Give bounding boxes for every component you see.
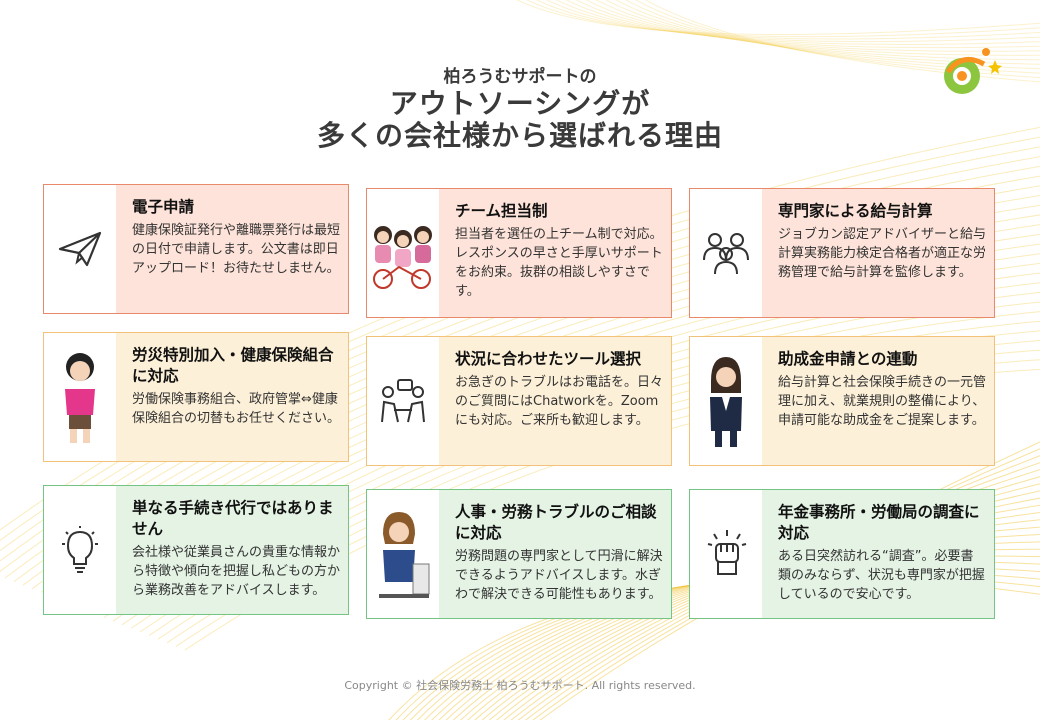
card-title: 電子申請 (132, 198, 195, 216)
card-text: ジョブカン認定アドバイザーと給与計算実務能力検定合格者が適正な労務管理で給与計算… (778, 227, 987, 280)
fist-icon (690, 490, 762, 618)
card-team-system: チーム担当制担当者を選任の上チーム制で対応。レスポンスの早さと手厚いサポートをお… (366, 188, 672, 318)
title-line-2: アウトソーシングが (389, 87, 651, 120)
card-title: 助成金申請との連動 (778, 350, 918, 368)
card-title: 人事・労務トラブルのご相談に対応 (455, 503, 657, 542)
staff-illustration-icon (44, 333, 116, 461)
card-title: 単なる手続き代行ではありません (132, 499, 334, 538)
card-text: 担当者を選任の上チーム制で対応。レスポンスの早さと手厚いサポートをお約束。抜群の… (455, 227, 663, 299)
card-title: 状況に合わせたツール選択 (455, 350, 642, 368)
card-text: 健康保険証発行や離職票発行は最短の日付で申請します。公文書は即日アップロード！お… (132, 223, 341, 276)
card-text: 会社様や従業員さんの貴重な情報から特徴や傾向を把握し私どもの方から業務改善をアド… (132, 545, 341, 598)
card-title: 年金事務所・労働局の調査に対応 (778, 503, 980, 542)
card-electronic-application: 電子申請健康保険証発行や離職票発行は最短の日付で申請します。公文書は即日アップロ… (43, 184, 349, 314)
people-icon (690, 189, 762, 317)
title-line-3: 多くの会社様から選ばれる理由 (316, 119, 723, 152)
lightbulb-icon (44, 486, 116, 614)
card-text: 労務問題の専門家として円滑に解決できるようアドバイスします。水ぎわで解決できる可… (455, 549, 663, 602)
consultant-illustration-icon (367, 490, 439, 618)
title-line-1: 柏ろうむサポートの (443, 67, 597, 87)
copyright-footer: Copyright © 社会保険労務士 柏ろうむサポート. All rights… (344, 679, 696, 692)
card-text: 労働保険事務組合、政府管掌⇔健康保険組合の切替もお任せください。 (132, 392, 341, 426)
card-payroll-experts: 専門家による給与計算ジョブカン認定アドバイザーと給与計算実務能力検定合格者が適正… (689, 188, 995, 318)
company-logo (940, 42, 1006, 100)
card-workers-comp: 労災特別加入・健康保険組合に対応労働保険事務組合、政府管掌⇔健康保険組合の切替も… (43, 332, 349, 462)
meeting-icon (367, 337, 439, 465)
team-illustration-icon (367, 189, 439, 317)
advisor-illustration-icon (690, 337, 762, 465)
card-text: ある日突然訪れる“調査”。必要書類のみならず、状況も専門家が把握しているので安心… (778, 549, 985, 602)
card-hr-trouble: 人事・労務トラブルのご相談に対応労務問題の専門家として円滑に解決できるようアドバ… (366, 489, 672, 619)
card-inspection: 年金事務所・労働局の調査に対応ある日突然訪れる“調査”。必要書類のみならず、状況… (689, 489, 995, 619)
card-not-just-procedures: 単なる手続き代行ではありません会社様や従業員さんの貴重な情報から特徴や傾向を把握… (43, 485, 349, 615)
card-title: 労災特別加入・健康保険組合に対応 (132, 346, 334, 385)
card-subsidy: 助成金申請との連動給与計算と社会保険手続きの一元管理に加え、就業規則の整備により… (689, 336, 995, 466)
card-text: 給与計算と社会保険手続きの一元管理に加え、就業規則の整備により、申請可能な助成金… (778, 375, 987, 428)
card-text: お急ぎのトラブルはお電話を。日々のご質問にはChatworkを。Zoomにも対応… (455, 375, 664, 428)
card-title: 専門家による給与計算 (778, 202, 933, 220)
card-tool-selection: 状況に合わせたツール選択お急ぎのトラブルはお電話を。日々のご質問にはChatwo… (366, 336, 672, 466)
paper-plane-icon (44, 185, 116, 313)
card-title: チーム担当制 (455, 202, 548, 220)
